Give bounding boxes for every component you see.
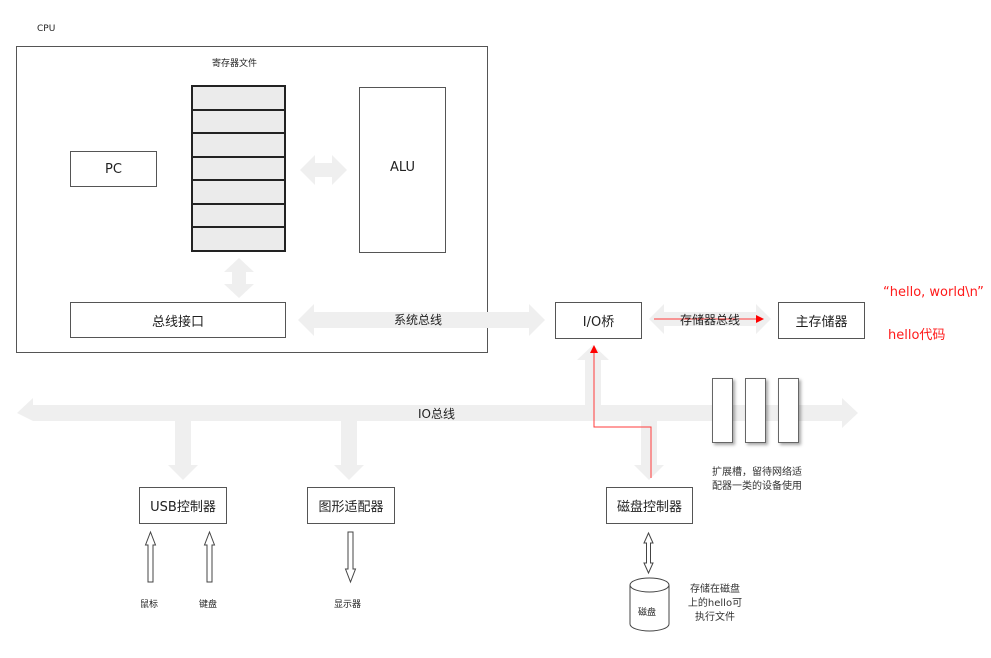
register-file-label: 寄存器文件 [212,59,258,69]
mouse-label: 鼠标 [140,600,159,610]
red-arrowhead-up [590,345,598,353]
disk-note-line: 执行文件 [695,612,735,623]
io-bus-to-disk-controller-arrow [634,421,664,480]
io-bridge-box: I/O桥 [555,302,642,339]
disk-arrow [643,531,654,575]
system-bus-label: 系统总线 [394,313,443,327]
io-bus-to-bridge-arrow [577,345,609,405]
register-bus-interface-arrow [224,258,254,298]
io-bridge-label: I/O桥 [582,315,615,330]
expansion-slot [778,378,799,443]
register-file [191,85,286,252]
register-row [193,158,284,182]
usb-controller-label: USB控制器 [150,500,216,515]
register-row [193,181,284,205]
alu-box: ALU [359,87,446,253]
pc-label: PC [105,161,122,177]
mouse-arrow [144,530,157,583]
memory-bus-label: 存储器总线 [680,313,741,327]
register-row [193,228,284,250]
expansion-slot-note-line: 扩展槽，留待网络适 [712,467,802,478]
alu-label: ALU [389,160,415,175]
memory-string-annotation: “hello, world\n” [883,285,984,300]
disk-note: 存储在磁盘 上的hello可 执行文件 [685,583,745,625]
io-bus-to-graphics-arrow [334,421,364,480]
expansion-slot [712,378,733,443]
register-alu-arrow [300,155,347,185]
disk-note-line: 存储在磁盘 [690,584,740,595]
io-bus-label: IO总线 [418,407,455,421]
system-bus-arrow [298,304,545,336]
keyboard-arrow [203,530,216,583]
graphics-adapter-label: 图形适配器 [318,500,384,515]
io-bus-arrow [17,398,858,428]
main-memory-label: 主存储器 [795,315,848,330]
bus-interface-box: 总线接口 [70,302,286,338]
expansion-slot-note: 扩展槽，留待网络适 配器一类的设备使用 [712,466,822,494]
disk-label: 磁盘 [638,608,657,618]
keyboard-label: 键盘 [199,600,218,610]
expansion-slot-note-line: 配器一类的设备使用 [712,481,802,492]
register-row [193,87,284,111]
red-data-path [593,352,652,478]
disk-controller-label: 磁盘控制器 [616,500,682,515]
cpu-box [16,46,488,353]
pc-box: PC [70,151,157,187]
io-bus-to-usb-arrow [168,421,198,480]
graphics-adapter-box: 图形适配器 [307,487,395,524]
usb-controller-box: USB控制器 [139,487,227,524]
display-label: 显示器 [334,600,362,610]
memory-code-annotation: hello代码 [888,328,946,343]
red-arrowhead-right [756,315,764,323]
display-arrow [344,531,357,584]
disk-controller-box: 磁盘控制器 [606,487,693,524]
disk-cylinder [629,577,670,632]
cpu-title: CPU [37,24,56,34]
disk-note-line: 上的hello可 [687,598,743,609]
register-row [193,134,284,158]
bus-interface-label: 总线接口 [151,314,204,330]
expansion-slot [745,378,766,443]
register-row [193,111,284,135]
register-row [193,205,284,229]
main-memory-box: 主存储器 [778,302,865,339]
